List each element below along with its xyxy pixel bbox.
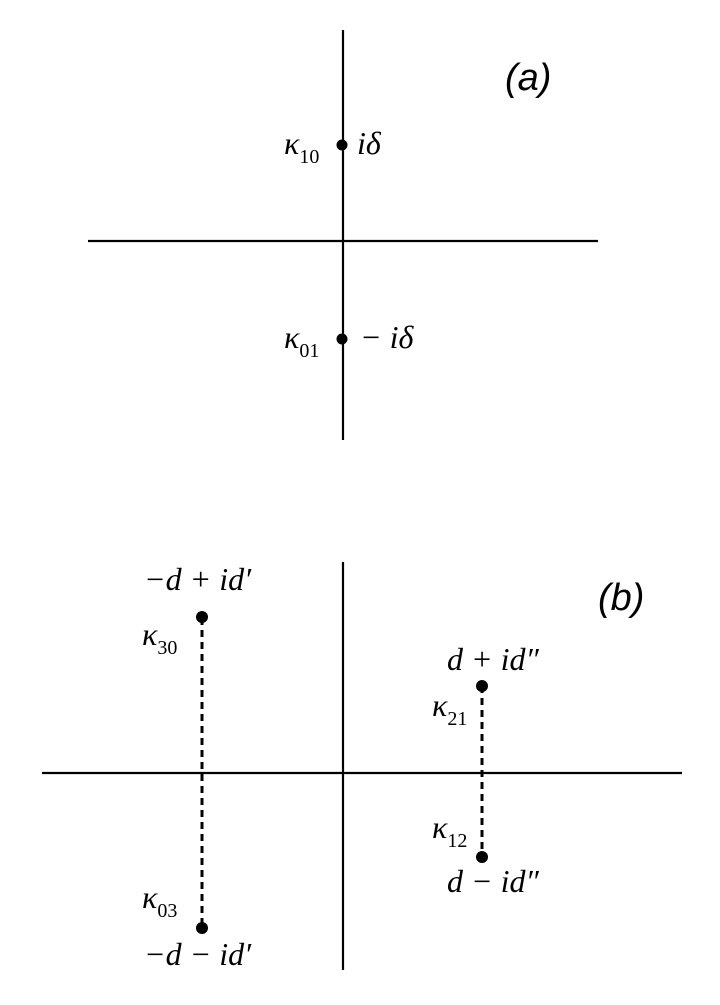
panel-b-label: (b) xyxy=(598,577,644,619)
pole-kappa-01-value: − iδ xyxy=(360,319,414,355)
pole-kappa-21-value: d + id″ xyxy=(447,641,539,677)
pole-kappa-30-value: −d + id′ xyxy=(144,561,252,597)
pole-kappa-01-name: κ01 xyxy=(284,319,319,362)
pole-kappa-30-name: κ30 xyxy=(142,616,177,659)
pole-kappa-10 xyxy=(336,139,348,151)
pole-kappa-30 xyxy=(196,611,208,623)
pole-kappa-12-name: κ12 xyxy=(432,809,467,852)
pole-kappa-10-value: iδ xyxy=(357,125,382,161)
pole-kappa-12-value: d − id″ xyxy=(447,863,539,899)
panel-b: (b) −d + id′ κ30 κ03 −d − id′ d + id″ κ2… xyxy=(42,561,682,972)
pole-kappa-01 xyxy=(336,333,348,345)
pole-kappa-03 xyxy=(196,922,208,934)
panel-a-label: (a) xyxy=(505,57,551,99)
pole-kappa-03-value: −d − id′ xyxy=(144,936,252,972)
pole-kappa-03-name: κ03 xyxy=(142,879,177,922)
pole-kappa-12 xyxy=(476,851,488,863)
panel-a: (a) κ10 iδ κ01 − iδ xyxy=(88,30,598,440)
pole-kappa-10-name: κ10 xyxy=(284,125,319,168)
pole-kappa-21-name: κ21 xyxy=(432,687,467,730)
pole-kappa-21 xyxy=(476,680,488,692)
